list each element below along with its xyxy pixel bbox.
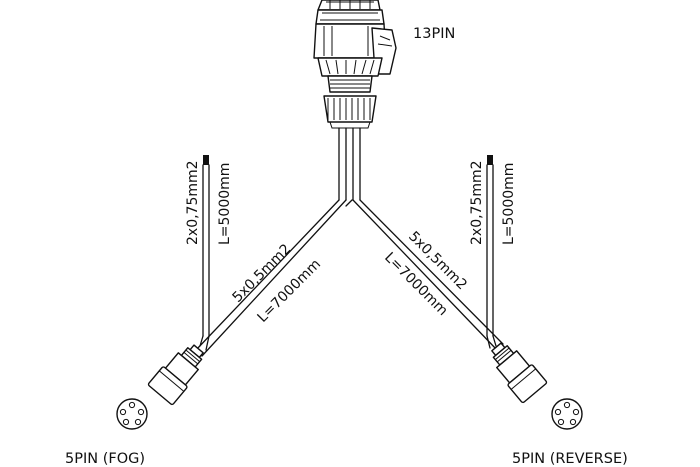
label-5pin-reverse: 5PIN (REVERSE) bbox=[512, 451, 628, 467]
label-left-aux-size: 2x0,75mm2 bbox=[185, 160, 201, 245]
connector-5pin-reverse bbox=[491, 342, 583, 430]
label-5pin-fog: 5PIN (FOG) bbox=[65, 451, 145, 467]
right-branch-cable bbox=[352, 199, 504, 351]
left-aux-cable bbox=[199, 155, 210, 351]
main-cable-trunk bbox=[338, 127, 361, 201]
label-left-aux-length: L=5000mm bbox=[217, 163, 233, 245]
plug-13pin bbox=[313, 0, 397, 129]
right-aux-cable bbox=[486, 155, 497, 349]
label-right-aux-size: 2x0,75mm2 bbox=[469, 160, 485, 245]
label-13pin: 13PIN bbox=[413, 26, 455, 42]
left-branch-cable bbox=[195, 199, 353, 357]
label-right-aux-length: L=5000mm bbox=[501, 163, 517, 245]
connector-5pin-fog bbox=[116, 344, 204, 430]
